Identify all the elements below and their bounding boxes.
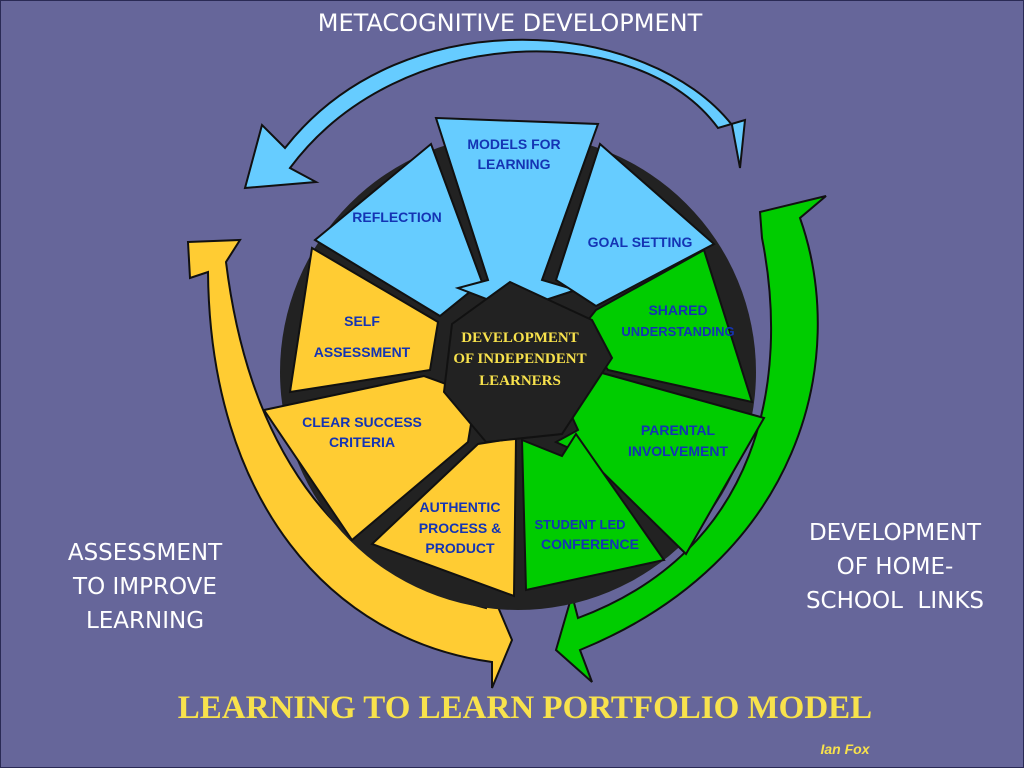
authentic-label-1: AUTHENTIC bbox=[420, 499, 501, 515]
segment-goal-setting[interactable] bbox=[554, 142, 716, 308]
criteria-label-1: CLEAR SUCCESS bbox=[302, 414, 422, 430]
center-line-2: OF INDEPENDENT bbox=[453, 351, 586, 367]
models-label-2: LEARNING bbox=[477, 156, 550, 172]
reflection-label: REFLECTION bbox=[352, 209, 441, 225]
self-label-2: ASSESSMENT bbox=[314, 344, 411, 360]
goal-setting-label: GOAL SETTING bbox=[588, 234, 693, 250]
assessment-arrow bbox=[186, 238, 514, 689]
criteria-label-2: CRITERIA bbox=[329, 434, 395, 450]
top-title: METACOGNITIVE DEVELOPMENT bbox=[317, 9, 703, 37]
center-line-3: LEARNERS bbox=[479, 373, 561, 389]
center-line-1: DEVELOPMENT bbox=[461, 330, 579, 346]
home-school-caption: DEVELOPMENT OF HOME- SCHOOL LINKS bbox=[770, 516, 1020, 618]
assessment-caption-line-2: TO IMPROVE bbox=[73, 574, 217, 600]
parental-label-2: INVOLVEMENT bbox=[628, 443, 729, 459]
center-hub bbox=[442, 280, 614, 444]
assessment-caption-line-1: ASSESSMENT bbox=[67, 540, 223, 566]
assessment-caption-line-3: LEARNING bbox=[85, 608, 205, 634]
shared-label-1: SHARED bbox=[648, 302, 707, 318]
student-label-1: STUDENT LED bbox=[535, 517, 626, 532]
author-credit: Ian Fox bbox=[820, 741, 870, 757]
home-school-arrow bbox=[554, 195, 827, 683]
metacognitive-arrow bbox=[243, 38, 747, 190]
models-label-1: MODELS FOR bbox=[467, 136, 560, 152]
shared-label-2: UNDERSTANDING bbox=[621, 324, 734, 339]
authentic-label-2: PROCESS & bbox=[419, 520, 501, 536]
assessment-caption: ASSESSMENT TO IMPROVE LEARNING bbox=[30, 536, 260, 638]
segment-student-led-conference[interactable] bbox=[520, 432, 666, 592]
home-school-caption-line-2: OF HOME- bbox=[836, 554, 954, 580]
authentic-label-3: PRODUCT bbox=[425, 540, 495, 556]
home-school-caption-line-1: DEVELOPMENT bbox=[808, 520, 982, 546]
home-school-caption-line-3: SCHOOL LINKS bbox=[805, 588, 985, 614]
student-label-2: CONFERENCE bbox=[541, 536, 639, 552]
parental-label-1: PARENTAL bbox=[641, 422, 716, 438]
segment-self-assessment[interactable] bbox=[288, 246, 440, 394]
main-title: LEARNING TO LEARN PORTFOLIO MODEL bbox=[177, 690, 873, 726]
self-label-1: SELF bbox=[344, 313, 380, 329]
